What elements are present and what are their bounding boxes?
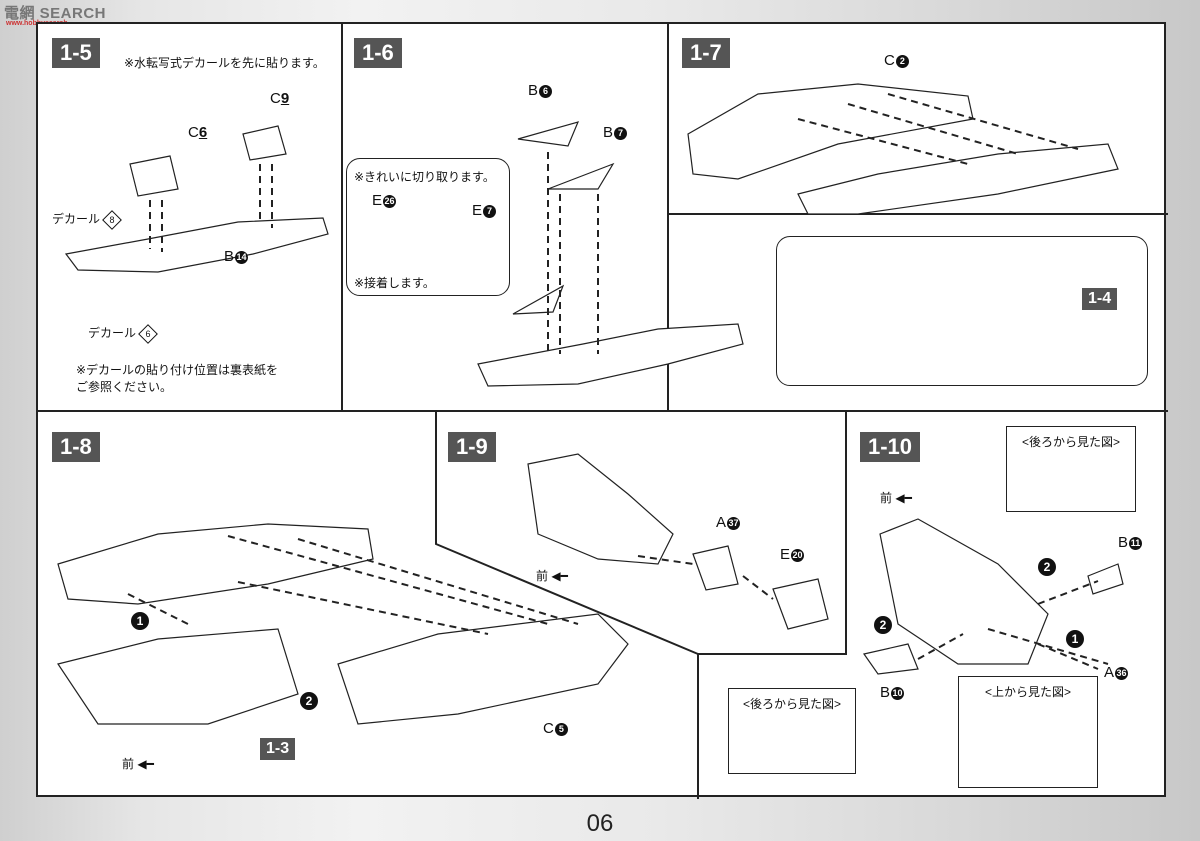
step-badge-1-9: 1-9 (448, 432, 496, 462)
front-direction-label-1-10: 前 ◀━ (880, 491, 912, 505)
page-number: 06 (586, 810, 614, 837)
rear-view-title-bottom: <後ろから見た図> (742, 697, 842, 711)
part-label-c6: C6 (188, 124, 208, 141)
callout-rear-view-bottom: <後ろから見た図> (728, 688, 856, 774)
callout-top-view: <上から見た図> (958, 676, 1098, 788)
site-watermark: 電網 SEARCH www.hobbysearch (4, 2, 107, 27)
step-badge-1-7: 1-7 (682, 38, 730, 68)
order-number-2-top: 2 (1038, 558, 1056, 576)
callout-rear-view-top: <後ろから見た図> (1006, 426, 1136, 512)
order-number-1: 1 (131, 612, 149, 630)
part-label-c9: C9 (270, 90, 290, 107)
step-1-5-note-bottom: ※デカールの貼り付け位置は裏表紙をご参照ください。 (76, 363, 279, 394)
front-direction-label-1-8: 前 ◀━ (122, 757, 154, 771)
callout-clean-cut-note: ※きれいに切り取ります。 (354, 170, 495, 184)
callout-glue-note: ※接着します。 (354, 276, 435, 290)
callout-clean-cut (346, 158, 510, 296)
step-badge-1-5: 1-5 (52, 38, 100, 68)
front-direction-label-1-9: 前 ◀━ (536, 569, 568, 583)
step-badge-1-10: 1-10 (860, 432, 921, 462)
order-number-2-left: 2 (874, 616, 892, 634)
rear-view-title-top: <後ろから見た図> (1021, 435, 1121, 449)
ref-badge-1-4: 1-4 (1082, 288, 1118, 310)
top-view-title: <上から見た図> (984, 685, 1072, 699)
step-badge-1-6: 1-6 (354, 38, 402, 68)
ref-badge-1-3: 1-3 (260, 738, 296, 760)
step-1-5-note-top: ※水転写式デカールを先に貼ります。 (124, 56, 325, 70)
order-number-2: 2 (300, 692, 318, 710)
order-number-1-right: 1 (1066, 630, 1084, 648)
callout-1-7-detail (776, 236, 1148, 386)
watermark-logo: 電網 SEARCH (4, 5, 107, 22)
step-badge-1-8: 1-8 (52, 432, 100, 462)
